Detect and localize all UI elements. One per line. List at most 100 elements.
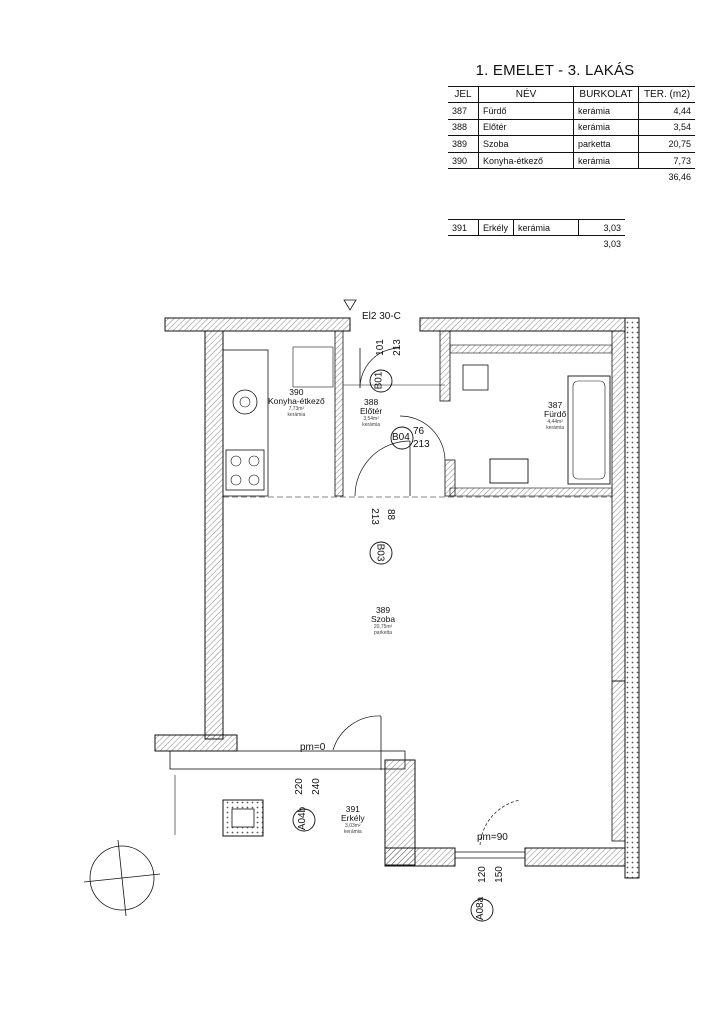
room-floor: kerámia xyxy=(343,829,362,835)
wall-left xyxy=(204,330,224,740)
room-389-label: 389 Szoba 20,75m² parketta xyxy=(371,605,396,637)
door-b03-tag: B03 xyxy=(374,543,386,562)
total-area: 36,46 xyxy=(668,172,691,183)
window-a08a-swing xyxy=(479,799,521,846)
col-burkolat: BURKOLAT xyxy=(573,86,639,103)
door-b04-swing xyxy=(399,415,446,461)
wall-right-exterior xyxy=(624,317,640,879)
room-388-label: 388 Előtér 3,54m² kerámia xyxy=(360,397,383,429)
door-tag-b03 xyxy=(369,541,393,565)
cell-jel: 391 xyxy=(448,219,479,236)
hob xyxy=(225,449,265,491)
door-tag-b04 xyxy=(390,426,414,450)
door-b03-swing xyxy=(354,440,411,497)
wall-bath-upper xyxy=(439,330,451,402)
room-floor: kerámia xyxy=(287,412,306,418)
door-a04b-swing xyxy=(332,715,382,751)
cell-nev: Erkély xyxy=(478,219,514,236)
door-b01-tag: B01 xyxy=(373,371,385,390)
cell-burkolat: kerámia xyxy=(573,102,639,120)
cell-terulet: 4,44 xyxy=(638,102,695,120)
plan-title: 1. EMELET - 3. LAKÁS xyxy=(475,62,635,79)
cell-burkolat: parketta xyxy=(573,135,639,153)
cell-jel: 389 xyxy=(448,135,479,153)
door-a04b-tag: A04b xyxy=(297,806,309,831)
balcony-slab xyxy=(169,750,406,770)
room-floor: kerámia xyxy=(362,422,380,428)
room-area: 4,44m² xyxy=(547,419,563,425)
cell-burkolat: kerámia xyxy=(513,219,579,236)
room-name: Erkély xyxy=(341,813,365,823)
room-area: 3,54m² xyxy=(363,416,379,422)
table-row: 389 Szoba parketta 20,75 xyxy=(448,135,695,153)
room-number: 388 xyxy=(364,397,379,407)
cell-terulet: 3,54 xyxy=(638,119,695,137)
wall-bath-top xyxy=(449,344,613,354)
sink-circle xyxy=(232,389,258,415)
room-name: Előtér xyxy=(360,406,383,416)
bathtub xyxy=(567,375,611,485)
col-nev: NÉV xyxy=(478,86,574,103)
window-a08a-tag: A08a xyxy=(475,896,487,921)
cell-terulet: 7,73 xyxy=(638,152,695,170)
door-b01-width: 101 xyxy=(374,339,386,356)
wall-right-inner-lower xyxy=(611,680,626,842)
cell-jel: 387 xyxy=(448,102,479,120)
door-a04b-height: 240 xyxy=(310,778,322,795)
wc xyxy=(462,364,489,391)
wall-top-left xyxy=(164,317,351,332)
table-row: 387 Fürdő kerámia 4,44 xyxy=(448,102,695,120)
cell-jel: 388 xyxy=(448,119,479,137)
room-number: 389 xyxy=(375,605,391,615)
room-floor: parketta xyxy=(374,630,393,636)
door-b01-swing xyxy=(359,347,401,389)
door-a04b-width: 220 xyxy=(293,778,305,795)
room-390-label: 390 Konyha-étkező 7,73m² kerámia xyxy=(268,387,325,419)
section-mark-label: El2 30-C xyxy=(362,311,401,322)
door-tag-a04b xyxy=(292,808,316,832)
window-a08a-width: 120 xyxy=(476,866,488,883)
table-row: 390 Konyha-étkező kerámia 7,73 xyxy=(448,152,695,170)
table-row: 388 Előtér kerámia 3,54 xyxy=(448,119,695,137)
room-schedule-table: JEL NÉV BURKOLAT TER. (m2) 387 Fürdő ker… xyxy=(448,86,695,185)
cell-nev: Szoba xyxy=(478,135,574,153)
window-a08a-height: 150 xyxy=(493,866,505,883)
table-total-row: 36,46 xyxy=(448,169,695,185)
cell-terulet: 20,75 xyxy=(638,135,695,153)
door-tag-b01 xyxy=(369,369,393,393)
room-number: 390 xyxy=(289,387,304,397)
cell-nev: Fürdő xyxy=(478,102,574,120)
cell-burkolat: kerámia xyxy=(573,152,639,170)
balcony-total-area: 3,03 xyxy=(603,238,621,249)
cell-nev: Konyha-étkező xyxy=(478,152,574,170)
door-b04-width: 76 xyxy=(413,426,425,437)
room-name: Fürdő xyxy=(544,409,567,419)
room-number: 387 xyxy=(548,400,563,410)
door-b01-height: 213 xyxy=(391,339,403,356)
wall-kitchen-partition xyxy=(334,330,344,497)
washbasin xyxy=(489,458,529,484)
wall-top-right xyxy=(419,317,626,332)
room-number: 391 xyxy=(345,804,360,814)
room-floor: kerámia xyxy=(546,425,564,431)
room-name: Konyha-étkező xyxy=(268,396,325,406)
cell-nev: Előtér xyxy=(478,119,574,137)
room-name: Szoba xyxy=(371,614,396,624)
door-b04-height: 213 xyxy=(413,439,430,450)
door-tag-a08a xyxy=(470,898,494,922)
window-a08a-level: pm=90 xyxy=(477,832,508,843)
door-b04-tag: B04 xyxy=(392,432,410,443)
room-391-label: 391 Erkély 3,03m² kerámia xyxy=(341,804,365,836)
kitchen-counter xyxy=(222,349,269,497)
balcony-table: 391 Erkély kerámia 3,03 3,03 xyxy=(448,219,625,251)
table-total-row: 3,03 xyxy=(448,236,625,252)
north-arrow xyxy=(89,845,155,911)
wall-bottom-left xyxy=(384,847,456,867)
door-a04b-level: pm=0 xyxy=(300,742,326,753)
col-jel: JEL xyxy=(448,86,479,103)
cell-burkolat: kerámia xyxy=(573,119,639,137)
wall-right-inner xyxy=(611,330,626,682)
kitchen-unit xyxy=(292,346,334,388)
cell-terulet: 3,03 xyxy=(578,219,625,236)
door-b03-width: 88 xyxy=(385,508,397,521)
